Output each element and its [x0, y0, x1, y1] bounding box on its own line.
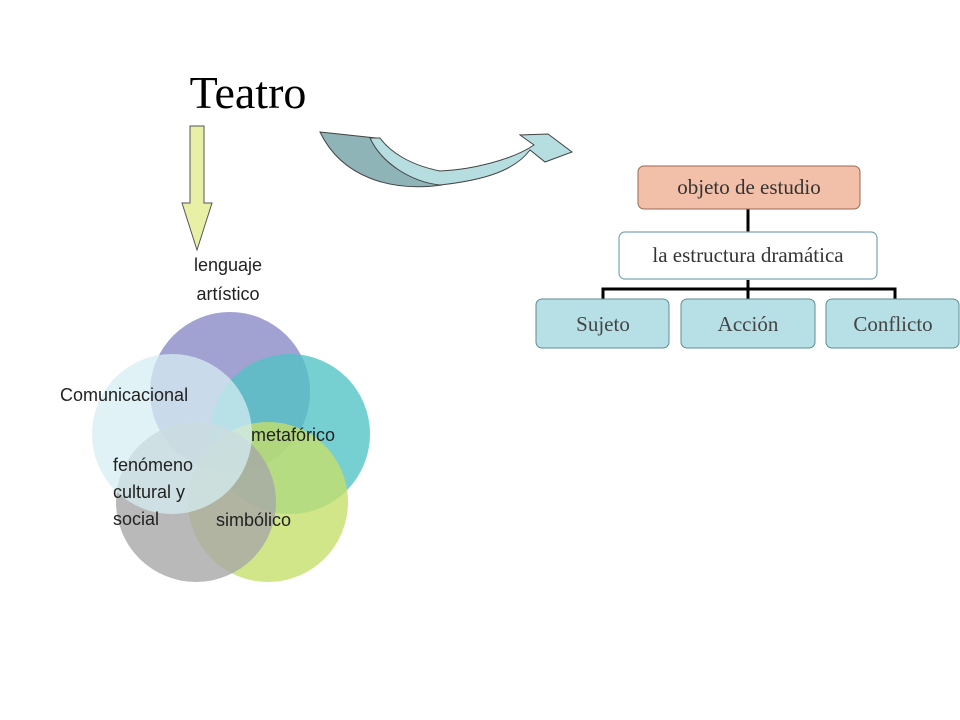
- root-node-box: [637, 165, 861, 210]
- page-title: Teatro: [190, 67, 307, 118]
- level2-node-label: la estructura dramática: [652, 243, 844, 267]
- child-node-label-conflicto: Conflicto: [853, 312, 932, 336]
- venn-label-bottom-left-line2: cultural y: [113, 482, 185, 502]
- child-node-box-sujeto: [535, 298, 670, 349]
- venn-label-top-line1: lenguaje: [194, 255, 262, 275]
- down-arrow-icon: [181, 125, 213, 252]
- hierarchy-connectors: [601, 208, 897, 299]
- child-node-label-sujeto: Sujeto: [576, 312, 630, 336]
- venn-label-left: Comunicacional: [60, 385, 188, 405]
- venn-label-bottom-left-line3: social: [113, 509, 159, 529]
- root-node-label: objeto de estudio: [677, 175, 820, 199]
- venn-circle-left: [92, 354, 252, 514]
- venn-label-bottom-left-line1: fenómeno: [113, 455, 193, 475]
- venn-diagram: [92, 312, 370, 582]
- level2-node-box: [618, 231, 878, 280]
- venn-label-right: metafórico: [251, 425, 335, 445]
- venn-label-bottom-right: simbólico: [216, 510, 291, 530]
- curved-arrow-icon: [319, 131, 574, 188]
- child-node-box-accion: [680, 298, 816, 349]
- child-node-box-conflicto: [825, 298, 960, 349]
- child-node-label-accion: Acción: [718, 312, 779, 336]
- venn-label-top-line2: artístico: [196, 284, 259, 304]
